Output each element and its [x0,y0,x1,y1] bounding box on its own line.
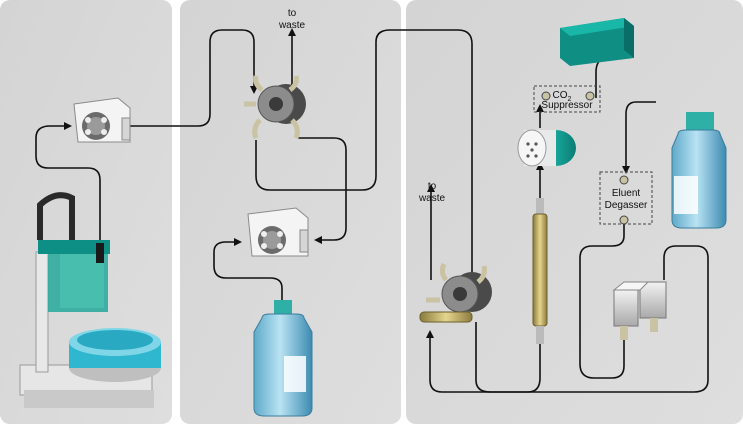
degasser-label-1: Eluent [612,188,641,199]
waste-label-top-2: waste [278,20,306,31]
reagent-bottle-icon [254,300,312,416]
degasser-label-2: Degasser [605,200,648,211]
conductivity-detector-icon [518,130,576,166]
waste-label-top-1: to [288,8,297,19]
peristaltic-pump-icon [74,98,130,142]
waste-label-mid-2: waste [418,193,446,204]
peristaltic-pump-icon-2 [248,208,308,256]
column-icon [533,198,547,344]
suppressor-label: Suppressor [541,100,593,111]
waste-label-mid-1: to [428,181,437,192]
